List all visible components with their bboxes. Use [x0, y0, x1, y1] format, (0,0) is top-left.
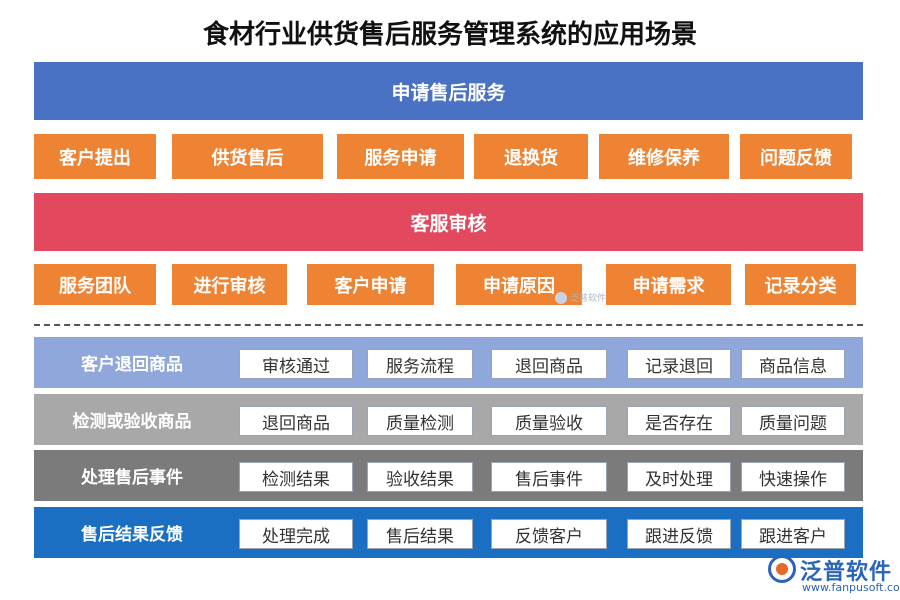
apply-service-band: 申请售后服务: [34, 62, 863, 120]
row1-box: 供货售后: [172, 134, 323, 179]
stage-item: 质量问题: [741, 406, 845, 436]
row1-box: 服务申请: [337, 134, 464, 179]
watermark-text: 泛普软件: [570, 294, 607, 304]
stage-row: 客户退回商品 审核通过 服务流程 退回商品 记录退回 商品信息: [34, 337, 863, 388]
stage-item: 处理完成: [239, 519, 353, 549]
watermark-logo-icon: [555, 291, 567, 304]
row2-box: 记录分类: [745, 264, 856, 305]
brand-url: www.fanpusoft.com: [802, 581, 900, 594]
row1-box: 维修保养: [599, 134, 729, 179]
row2-box: 服务团队: [34, 264, 156, 305]
stage-item: 质量检测: [367, 406, 473, 436]
stage-label: 售后结果反馈: [81, 525, 183, 545]
stage-item: 验收结果: [367, 462, 473, 492]
stage-item: 服务流程: [367, 349, 473, 379]
section-divider: [34, 324, 863, 326]
row2-box: 申请需求: [606, 264, 731, 305]
row2-box: 客户申请: [307, 264, 434, 305]
stage-label: 处理售后事件: [81, 468, 183, 488]
stage-label: 检测或验收商品: [72, 412, 192, 432]
row1-box: 客户提出: [34, 134, 156, 179]
stage-item: 审核通过: [239, 349, 353, 379]
center-watermark: 泛普软件: [555, 291, 606, 304]
stage-item: 退回商品: [239, 406, 353, 436]
stage-item: 反馈客户: [491, 519, 607, 549]
stage-item: 记录退回: [627, 349, 731, 379]
row2-box: 申请原因: [456, 264, 582, 305]
stage-row: 检测或验收商品 退回商品 质量检测 质量验收 是否存在 质量问题: [34, 394, 863, 445]
brand-name: 泛普软件: [800, 560, 893, 585]
diagram-title: 食材行业供货售后服务管理系统的应用场景: [202, 20, 697, 50]
stage-item: 质量验收: [491, 406, 607, 436]
stage-label: 客户退回商品: [81, 355, 183, 375]
row2-box: 进行审核: [172, 264, 287, 305]
brand-logo: 泛普软件 www.fanpusoft.com: [762, 553, 900, 597]
brand-logo-icon: [768, 555, 796, 583]
row1-box: 退换货: [474, 134, 588, 179]
customer-review-band: 客服审核: [34, 193, 863, 251]
stage-item: 售后结果: [367, 519, 473, 549]
stage-item: 退回商品: [491, 349, 607, 379]
stage-row: 处理售后事件 检测结果 验收结果 售后事件 及时处理 快速操作: [34, 450, 863, 501]
stage-item: 售后事件: [491, 462, 607, 492]
row1-box: 问题反馈: [740, 134, 852, 179]
stage-item: 及时处理: [627, 462, 731, 492]
stage-item: 是否存在: [627, 406, 731, 436]
stage-row: 售后结果反馈 处理完成 售后结果 反馈客户 跟进反馈 跟进客户: [34, 507, 863, 558]
stage-item: 跟进反馈: [627, 519, 731, 549]
stage-item: 快速操作: [741, 462, 845, 492]
stage-item: 商品信息: [741, 349, 845, 379]
stage-item: 检测结果: [239, 462, 353, 492]
stage-item: 跟进客户: [741, 519, 845, 549]
